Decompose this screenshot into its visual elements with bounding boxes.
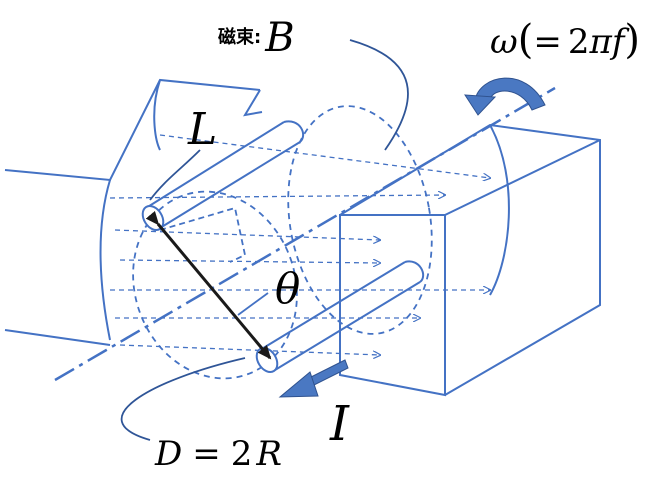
rotation-arrow	[464, 77, 546, 116]
diameter-radius-text: R	[256, 434, 283, 474]
flux-line	[159, 134, 490, 178]
flux-leader	[349, 39, 409, 151]
current-label: I	[330, 396, 349, 452]
diameter-arrow	[145, 210, 272, 360]
right-magnet-pole	[339, 123, 601, 397]
omega-pi-f: πf	[589, 22, 625, 62]
flux-label: 磁束: B	[218, 18, 295, 58]
omega-open-paren: (	[517, 17, 534, 63]
angular-frequency-label: ω(=2πf)	[490, 20, 640, 60]
length-leader	[149, 149, 201, 201]
coil-path-front	[132, 190, 298, 380]
diameter-two: 2	[230, 434, 253, 474]
omega-close-paren: )	[624, 17, 641, 63]
flux-prefix-text: 磁束:	[218, 27, 262, 48]
current-arrow	[278, 359, 349, 398]
coil-path-back	[287, 105, 433, 335]
flux-line	[114, 229, 380, 240]
rotation-axis	[54, 86, 556, 382]
omega-two: 2	[567, 22, 590, 62]
angle-leader	[237, 292, 269, 316]
lower-conductor	[255, 260, 425, 374]
omega-symbol-text: ω	[490, 22, 518, 62]
diameter-leader	[120, 357, 246, 441]
diameter-symbol-text: D	[155, 434, 183, 474]
left-magnet-pole	[4, 78, 263, 346]
diameter-equals: =	[192, 434, 221, 474]
length-label: L	[188, 104, 218, 155]
flux-symbol-text: B	[265, 15, 295, 61]
omega-equals: =	[533, 22, 562, 62]
flux-line	[109, 195, 445, 198]
angle-label: θ	[275, 264, 301, 313]
upper-conductor	[141, 120, 305, 232]
